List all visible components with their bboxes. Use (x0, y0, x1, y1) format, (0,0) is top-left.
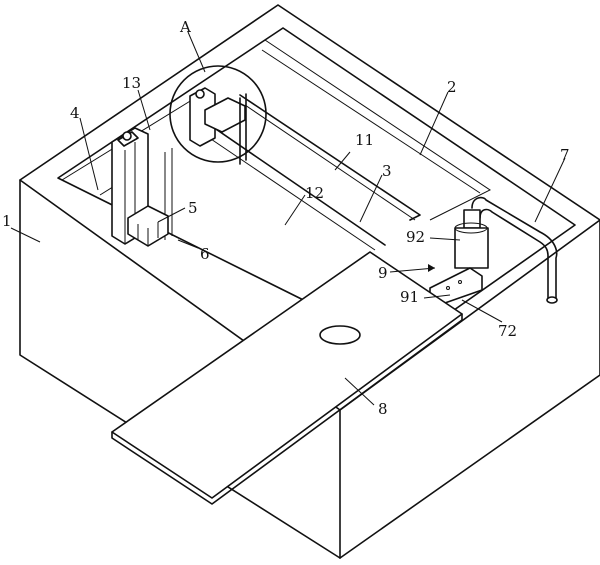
label-11: 11 (355, 131, 374, 149)
label-8: 8 (378, 400, 388, 418)
label-2: 2 (447, 78, 457, 96)
label-7: 7 (560, 146, 570, 164)
label-6: 6 (200, 245, 210, 263)
label-a: A (179, 18, 191, 36)
label-3: 3 (382, 162, 392, 180)
label-92: 92 (406, 228, 425, 246)
tank-body (19, 4, 600, 559)
label-5: 5 (188, 199, 198, 217)
basket (127, 205, 169, 247)
label-4: 4 (70, 104, 80, 122)
pipe-assembly (429, 196, 558, 305)
detail-circle-a (169, 65, 267, 165)
leader-lines (10, 31, 566, 406)
label-9: 9 (378, 264, 388, 282)
label-12: 12 (305, 184, 324, 202)
label-72: 72 (498, 322, 517, 340)
lid-plate (111, 251, 463, 505)
label-13: 13 (122, 74, 141, 92)
callout-labels: 1 2 3 4 5 6 7 8 9 11 12 13 72 91 92 A (2, 18, 570, 418)
label-1: 1 (2, 212, 12, 230)
label-91: 91 (400, 288, 419, 306)
